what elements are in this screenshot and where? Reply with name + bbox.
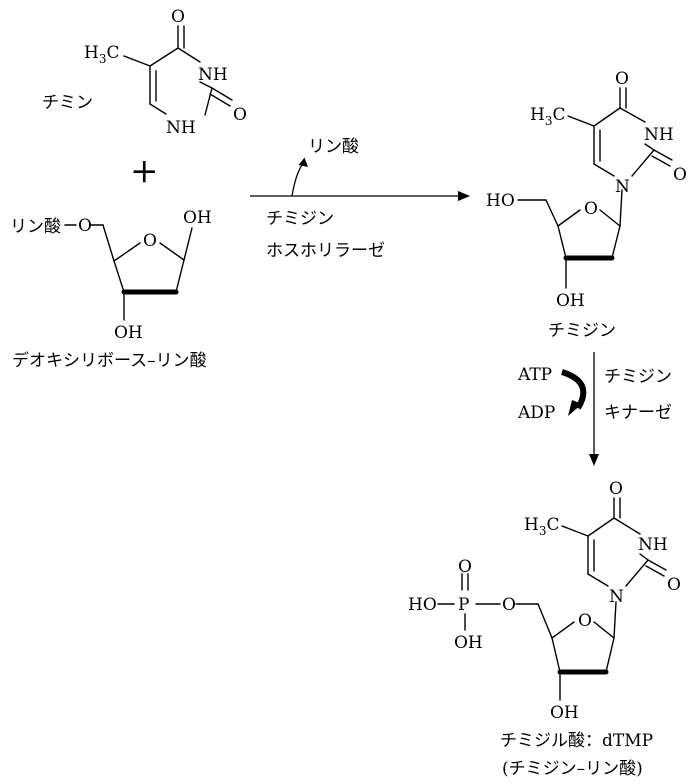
hydroxyl-label: OH (550, 703, 579, 723)
ch3-label: H3C (84, 43, 119, 66)
hydroxyl-label: OH (454, 633, 483, 653)
thymine-structure: H3C O NH O NH (84, 7, 247, 138)
carbonyl-o-label: O (609, 479, 623, 499)
dtmp-name-alt: (チミジン–リン酸) (502, 759, 643, 779)
phosphorus-label: P (458, 595, 469, 615)
reaction-arrow-2 (560, 352, 599, 466)
deoxyribose-phosphate-structure: リン酸 O O OH OH (10, 208, 212, 343)
atp-label: ATP (517, 365, 552, 385)
adp-label: ADP (517, 403, 555, 423)
nh-label: NH (198, 65, 228, 85)
thymidine-structure: H3C O NH O N HO O OH (486, 69, 687, 311)
phosphoryl-o-label: O (458, 557, 472, 577)
ester-o-label: O (502, 595, 516, 615)
ring-o-label: O (143, 231, 157, 251)
reaction-arrow-1 (250, 157, 470, 201)
carbonyl-o-label: O (233, 105, 247, 125)
ch3-label: H3C (524, 515, 559, 538)
thymidine-name: チミジン (548, 321, 616, 341)
enzyme-label: ホスホリラーゼ (266, 241, 385, 261)
enzyme-label: チミジン (604, 367, 672, 387)
plus-sign: + (130, 151, 159, 191)
deoxyribose-phosphate-name: デオキシリボース–リン酸 (12, 350, 207, 371)
byproduct-label: リン酸 (308, 137, 359, 157)
carbonyl-o-label: O (667, 575, 681, 595)
phosphate-label: リン酸 (10, 217, 61, 237)
nh-label: NH (644, 125, 674, 145)
ring-o-label: O (584, 199, 598, 219)
ester-o-label: O (78, 216, 92, 236)
nh-label: NH (638, 535, 668, 555)
enzyme-label: チミジン (266, 209, 334, 229)
hydroxyl-label: HO (486, 191, 515, 211)
hydroxyl-label: OH (183, 208, 212, 228)
n1-label: N (615, 177, 630, 197)
dtmp-structure: H3C O NH O N HO P O OH O O OH (408, 479, 681, 723)
hydroxyl-label: OH (556, 291, 585, 311)
enzyme-label: キナーゼ (604, 403, 672, 423)
carbonyl-o-label: O (171, 7, 185, 27)
hydroxyl-label: OH (114, 323, 143, 343)
ring-o-label: O (578, 611, 592, 631)
hydroxyl-label: HO (408, 595, 437, 615)
dtmp-name: チミジル酸：dTMP (500, 731, 653, 751)
ch3-label: H3C (530, 105, 565, 128)
carbonyl-o-label: O (673, 165, 687, 185)
n1-label: N (609, 587, 624, 607)
thymine-name: チミン (42, 93, 93, 113)
carbonyl-o-label: O (615, 69, 629, 89)
nh-label: NH (166, 118, 196, 138)
